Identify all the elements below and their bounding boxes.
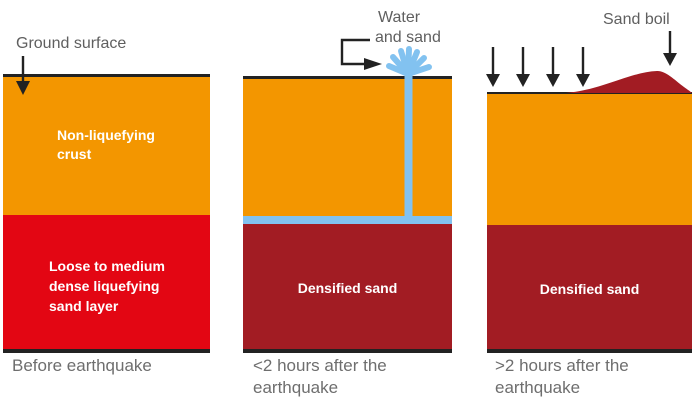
crust-layer (487, 94, 692, 225)
water-and-sand-label: Water and sand (375, 8, 441, 48)
panel-base-line (3, 349, 210, 353)
panel-lt2-hours-after: Densified sand <2 hours after the earthq… (243, 0, 452, 413)
water-layer (243, 216, 452, 224)
crust-layer-label: Non-liquefying crust (57, 127, 155, 162)
panel-caption: >2 hours after the earthquake (495, 356, 629, 397)
sand-boil-label: Sand boil (603, 11, 670, 28)
water-and-sand-label-line1: Water (378, 9, 421, 26)
panel-caption: Before earthquake (12, 356, 152, 375)
densified-sand-layer (487, 225, 692, 349)
crust-layer (243, 78, 452, 216)
panel-caption: <2 hours after the earthquake (253, 356, 387, 397)
water-and-sand-label-line2: and sand (375, 29, 441, 46)
panel-before-earthquake: Non-liquefying crust Loose to medium den… (3, 0, 210, 413)
ground-surface-line (243, 76, 452, 79)
panel-base-line (487, 349, 692, 353)
ground-surface-label: Ground surface (16, 35, 127, 52)
densified-sand-label: Densified sand (297, 280, 398, 296)
densified-sand-layer (243, 224, 452, 349)
liquefying-sand-layer (3, 215, 210, 349)
panel-base-line (243, 349, 452, 353)
non-liquefying-crust-layer (3, 76, 210, 215)
ground-surface-line (3, 74, 210, 77)
panel-gt2-hours-after: Densified sand >2 hours after the earthq… (487, 0, 692, 413)
ground-surface-line (487, 92, 692, 94)
liquefying-layer-label: Loose to medium dense liquefying sand la… (49, 258, 165, 314)
densified-sand-label: Densified sand (539, 281, 640, 297)
